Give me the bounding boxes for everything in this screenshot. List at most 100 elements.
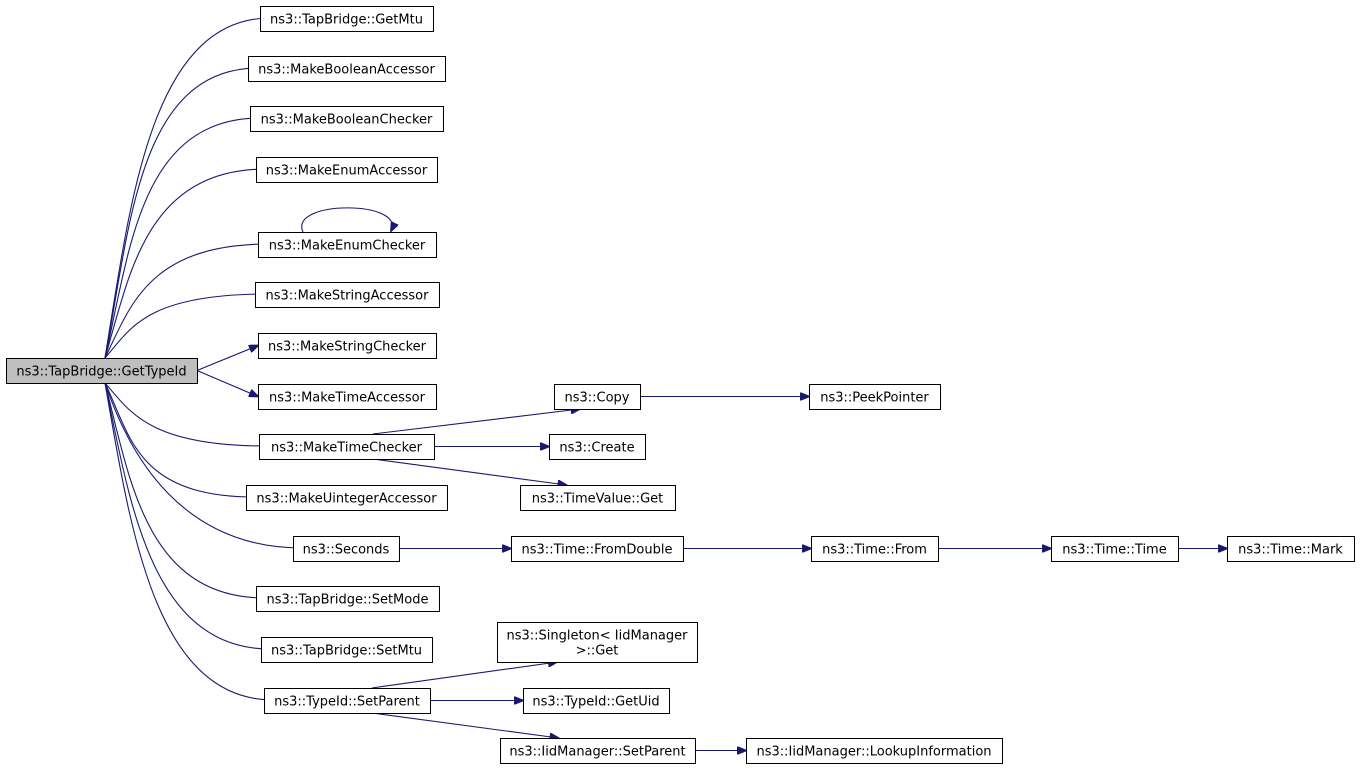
edge-root-to-mkstrchk <box>196 346 258 372</box>
node-box <box>258 333 437 359</box>
node-box <box>259 434 435 460</box>
node-mkstracc[interactable]: ns3::MakeStringAccessor <box>255 282 440 308</box>
node-label: ns3::Time::Time <box>1062 543 1166 558</box>
node-label: ns3::MakeEnumChecker <box>269 239 426 254</box>
node-box <box>746 738 1003 764</box>
node-box <box>260 6 434 32</box>
node-fromdouble[interactable]: ns3::Time::FromDouble <box>511 536 684 562</box>
node-box <box>246 485 448 511</box>
node-label: ns3::MakeTimeChecker <box>271 441 423 456</box>
node-box <box>250 106 444 132</box>
node-label: ns3::TapBridge::SetMode <box>267 593 429 608</box>
node-create[interactable]: ns3::Create <box>549 434 646 460</box>
node-label: ns3::Singleton< IidManager <box>506 629 688 644</box>
node-box <box>258 232 437 258</box>
node-box <box>1051 536 1179 562</box>
node-label: ns3::MakeBooleanChecker <box>261 113 433 128</box>
node-label: ns3::IidManager::LookupInformation <box>756 745 991 760</box>
node-box <box>520 485 676 511</box>
node-peekpointer[interactable]: ns3::PeekPointer <box>809 384 941 410</box>
node-label: ns3::IidManager::SetParent <box>509 745 685 760</box>
node-label: ns3::Time::FromDouble <box>522 543 673 558</box>
edge-root-to-seconds <box>104 382 303 548</box>
node-label: ns3::MakeEnumAccessor <box>266 164 428 179</box>
node-label: ns3::Time::Mark <box>1238 543 1343 558</box>
edge-root-to-mkboolchk <box>104 118 260 359</box>
edge-root-to-setmode <box>104 382 266 598</box>
node-iidsetparent[interactable]: ns3::IidManager::SetParent <box>500 738 696 764</box>
nodes-layer: ns3::TapBridge::GetTypeIdns3::TapBridge:… <box>6 6 1355 764</box>
edge-root-to-mkenumacc <box>104 169 266 359</box>
node-label: ns3::Time::From <box>822 543 927 558</box>
node-lookupinfo[interactable]: ns3::IidManager::LookupInformation <box>746 738 1003 764</box>
edge-mkenumchk-to-mkenumchk <box>301 207 393 232</box>
edge-mktimechk-to-copy <box>372 409 580 435</box>
node-box <box>809 384 941 410</box>
node-label: ns3::TypeId::SetParent <box>274 695 420 710</box>
node-label: ns3::Create <box>559 441 634 456</box>
node-mkenumchk[interactable]: ns3::MakeEnumChecker <box>258 232 437 258</box>
node-label: ns3::TimeValue::Get <box>532 492 664 507</box>
edge-setparent-to-iidsetparent <box>371 712 559 738</box>
node-root[interactable]: ns3::TapBridge::GetTypeId <box>6 358 198 384</box>
node-getuid[interactable]: ns3::TypeId::GetUid <box>523 688 670 714</box>
node-label: >::Get <box>576 644 619 659</box>
node-box <box>293 536 400 562</box>
node-box <box>554 384 641 410</box>
node-mkstrchk[interactable]: ns3::MakeStringChecker <box>258 333 437 359</box>
node-label: ns3::Seconds <box>303 543 390 558</box>
node-setparent[interactable]: ns3::TypeId::SetParent <box>264 688 431 714</box>
node-seconds[interactable]: ns3::Seconds <box>293 536 400 562</box>
node-label: ns3::TapBridge::GetTypeId <box>16 365 186 380</box>
node-label: ns3::MakeBooleanAccessor <box>258 63 435 78</box>
node-box <box>549 434 646 460</box>
node-singletonget[interactable]: ns3::Singleton< IidManager>::Get <box>497 622 698 663</box>
node-setmode[interactable]: ns3::TapBridge::SetMode <box>256 586 440 612</box>
node-label: ns3::TapBridge::SetMtu <box>271 644 422 659</box>
node-label: ns3::PeekPointer <box>820 391 929 406</box>
node-mktimeacc[interactable]: ns3::MakeTimeAccessor <box>258 384 437 410</box>
edge-root-to-mktimeacc <box>196 369 258 397</box>
edge-root-to-mkenumchk <box>104 244 268 359</box>
node-label: ns3::TypeId::GetUid <box>532 695 659 710</box>
node-box <box>811 536 939 562</box>
node-mark[interactable]: ns3::Time::Mark <box>1227 536 1355 562</box>
node-label: ns3::TapBridge::GetMtu <box>270 13 423 28</box>
node-setmtu[interactable]: ns3::TapBridge::SetMtu <box>261 637 433 663</box>
node-getmtu[interactable]: ns3::TapBridge::GetMtu <box>260 6 434 32</box>
node-box <box>1227 536 1355 562</box>
node-label: ns3::MakeStringAccessor <box>266 289 430 304</box>
edge-root-to-mkuintacc <box>104 382 256 497</box>
node-mkuintacc[interactable]: ns3::MakeUintegerAccessor <box>246 485 448 511</box>
node-box <box>264 688 431 714</box>
node-box <box>255 282 440 308</box>
node-box <box>258 384 437 410</box>
edges-layer <box>104 18 1227 751</box>
edge-mktimechk-to-timevalueget <box>372 458 567 485</box>
edge-root-to-mkstracc <box>104 294 265 359</box>
node-box <box>500 738 696 764</box>
node-box <box>248 56 446 82</box>
node-timevalueget[interactable]: ns3::TimeValue::Get <box>520 485 676 511</box>
edge-root-to-setmtu <box>104 382 271 649</box>
node-mkboolchk[interactable]: ns3::MakeBooleanChecker <box>250 106 444 132</box>
node-label: ns3::MakeUintegerAccessor <box>256 492 437 507</box>
node-from[interactable]: ns3::Time::From <box>811 536 939 562</box>
node-mkboolacc[interactable]: ns3::MakeBooleanAccessor <box>248 56 446 82</box>
edge-root-to-setparent <box>104 382 274 700</box>
node-timetime[interactable]: ns3::Time::Time <box>1051 536 1179 562</box>
edge-setparent-to-singletonget <box>371 662 557 689</box>
node-mktimechk[interactable]: ns3::MakeTimeChecker <box>259 434 435 460</box>
node-label: ns3::MakeStringChecker <box>268 340 427 355</box>
node-label: ns3::MakeTimeAccessor <box>269 391 426 406</box>
node-copy[interactable]: ns3::Copy <box>554 384 641 410</box>
node-box <box>523 688 670 714</box>
node-box <box>261 637 433 663</box>
edge-root-to-getmtu <box>104 18 270 359</box>
node-box <box>497 622 698 663</box>
node-mkenumacc[interactable]: ns3::MakeEnumAccessor <box>256 157 438 183</box>
node-box <box>256 157 438 183</box>
edge-root-to-mkboolacc <box>104 68 258 359</box>
node-box <box>6 358 198 384</box>
